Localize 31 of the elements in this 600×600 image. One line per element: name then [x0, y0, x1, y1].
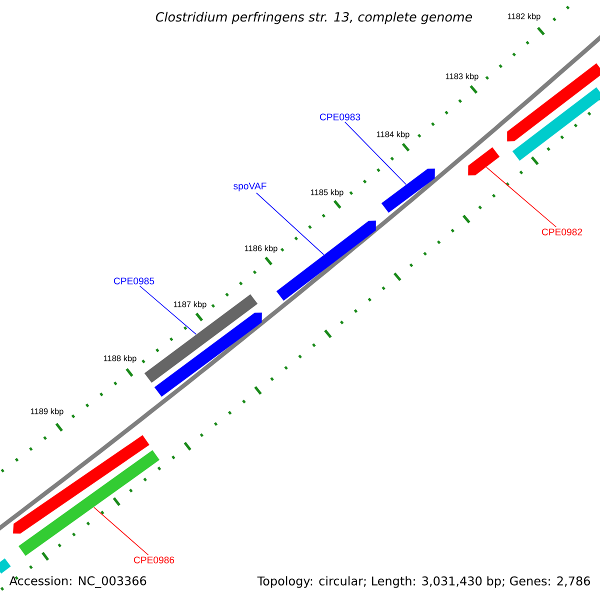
leader-line	[256, 192, 324, 256]
gene-bar	[0, 558, 11, 574]
gene-bar	[507, 63, 600, 142]
gene-bar	[512, 87, 600, 161]
gene-bar	[154, 312, 262, 397]
leader-line	[139, 286, 197, 335]
gene-label: CPE0985	[114, 278, 154, 284]
scale-label: 1182 kbp	[508, 13, 540, 21]
leader-line	[486, 166, 557, 228]
scale-label: 1184 kbp	[376, 131, 410, 139]
gene-label: CPE0982	[542, 228, 582, 236]
gene-label: CPE0986	[134, 556, 174, 564]
leader-line	[93, 506, 149, 556]
gene-bar	[381, 168, 435, 213]
gene-label: spoVAF	[234, 182, 266, 192]
info-text: Topology: circular; Length: 3,031,430 bp; Genes: 2,786	[257, 576, 590, 588]
gene-label: CPE0983	[320, 114, 360, 120]
title: Clostridium perfringens str. 13, complete genome	[156, 12, 472, 24]
gene-bar	[468, 147, 500, 176]
leader-line	[344, 122, 406, 185]
scale-label: 1187 kbp	[174, 301, 206, 309]
scale-label: 1183 kbp	[446, 73, 478, 81]
scale-label: 1189 kbp	[30, 408, 64, 416]
scale-label: 1186 kbp	[244, 245, 278, 253]
scale-label: 1185 kbp	[310, 189, 344, 197]
info-text: Accession: NC_003366	[9, 576, 146, 588]
scale-label: 1188 kbp	[104, 355, 136, 363]
gene-bar	[144, 294, 258, 383]
gene-bar	[18, 450, 160, 556]
gene-bar	[13, 435, 150, 534]
gene-bar	[276, 220, 376, 301]
